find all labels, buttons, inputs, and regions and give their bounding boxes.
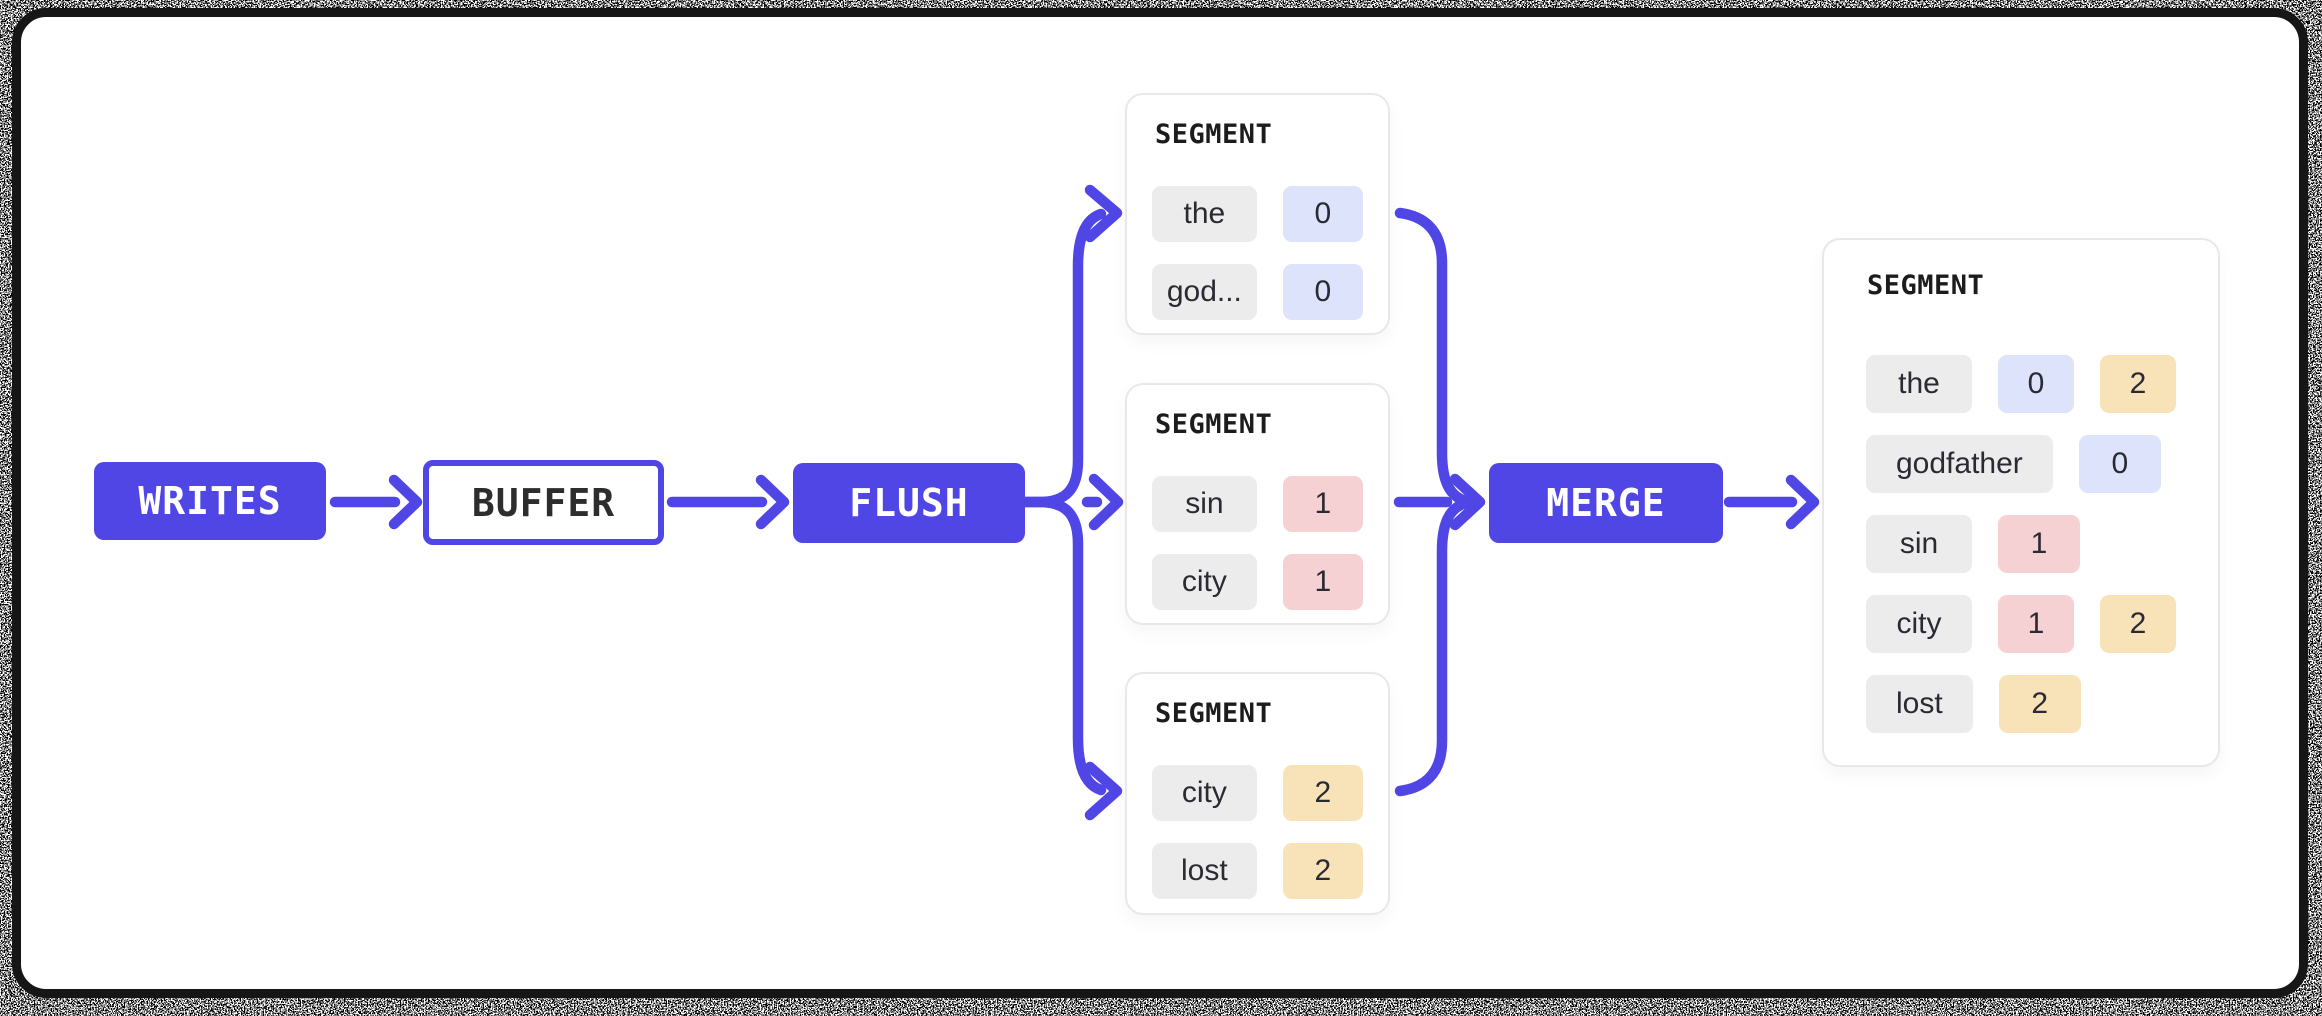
term-chip: city	[1152, 554, 1257, 610]
posting-row: city 2	[1152, 765, 1363, 821]
doc-id-chip: 2	[1998, 675, 2081, 733]
term-chip: sin	[1152, 476, 1257, 532]
doc-id-chip: 1	[1282, 554, 1363, 610]
doc-id-chip: 1	[1282, 476, 1363, 532]
merge-node: MERGE	[1489, 463, 1723, 543]
posting-row: lost 2	[1866, 675, 2176, 733]
segment-rows: the 0 god... 0	[1152, 186, 1363, 320]
segment-title: SEGMENT	[1155, 698, 1273, 729]
doc-id-chip: 0	[2078, 435, 2161, 493]
segment-title: SEGMENT	[1867, 270, 1985, 301]
posting-row: city 1	[1152, 554, 1363, 610]
segment-rows: sin 1 city 1	[1152, 476, 1363, 610]
doc-id-chip: 2	[1282, 843, 1363, 899]
doc-id-chip: 0	[1998, 355, 2074, 413]
term-chip: godfather	[1866, 435, 2053, 493]
posting-row: sin 1	[1152, 476, 1363, 532]
doc-id-chip: 2	[2100, 595, 2176, 653]
segment-title: SEGMENT	[1155, 409, 1273, 440]
writes-node: WRITES	[94, 462, 326, 540]
buffer-node: BUFFER	[423, 460, 664, 545]
segment-rows: city 2 lost 2	[1152, 765, 1363, 899]
doc-id-chip: 2	[1282, 765, 1363, 821]
flush-node: FLUSH	[793, 463, 1025, 543]
term-chip: sin	[1866, 515, 1972, 573]
segment-card-3: SEGMENT city 2 lost 2	[1125, 672, 1390, 915]
term-chip: god...	[1152, 264, 1257, 320]
posting-row: godfather 0	[1866, 435, 2176, 493]
doc-id-chip: 0	[1282, 264, 1363, 320]
term-chip: the	[1866, 355, 1972, 413]
doc-id-chip: 0	[1282, 186, 1363, 242]
term-chip: city	[1866, 595, 1972, 653]
term-chip: city	[1152, 765, 1257, 821]
term-chip: the	[1152, 186, 1257, 242]
segment-card-2: SEGMENT sin 1 city 1	[1125, 383, 1390, 625]
doc-id-chip: 1	[1998, 595, 2074, 653]
term-chip: lost	[1866, 675, 1973, 733]
posting-row: sin 1	[1866, 515, 2176, 573]
term-chip: lost	[1152, 843, 1257, 899]
posting-row: lost 2	[1152, 843, 1363, 899]
doc-id-chip: 2	[2100, 355, 2176, 413]
segment-title: SEGMENT	[1155, 119, 1273, 150]
segment-card-1: SEGMENT the 0 god... 0	[1125, 93, 1390, 335]
posting-row: the 0	[1152, 186, 1363, 242]
doc-id-chip: 1	[1998, 515, 2080, 573]
posting-row: god... 0	[1152, 264, 1363, 320]
